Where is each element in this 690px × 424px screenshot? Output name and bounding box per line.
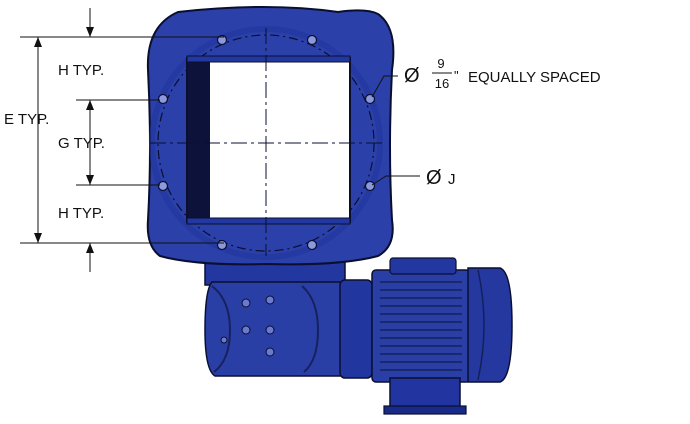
dimension-labels: H TYP. E TYP. G TYP. H TYP. Ø 9 16 " EQU… xyxy=(4,56,601,222)
centerlines xyxy=(150,28,386,256)
diameter-symbol: Ø xyxy=(426,167,442,189)
valve-opening xyxy=(186,55,351,225)
electric-motor xyxy=(371,257,513,415)
equally-spaced-note: EQUALLY SPACED xyxy=(468,69,601,86)
dimension-arrows xyxy=(34,27,94,253)
bolt-circle-j-label: J xyxy=(448,171,456,188)
bolt-hole xyxy=(157,93,169,105)
g-typ-label: G TYP. xyxy=(58,135,105,152)
h-typ-bottom-label: H TYP. xyxy=(58,205,104,222)
bolt-hole xyxy=(306,34,318,46)
diameter-symbol: Ø xyxy=(404,65,420,87)
bolt-hole xyxy=(157,180,169,192)
bolt-hole-fraction-denominator: 16 xyxy=(435,76,449,91)
bolt-hole xyxy=(216,239,228,251)
gearbox xyxy=(204,249,373,379)
bolt-hole xyxy=(216,34,228,46)
e-typ-label: E TYP. xyxy=(4,111,49,128)
bolt-hole-fraction-numerator: 9 xyxy=(437,56,444,71)
h-typ-top-label: H TYP. xyxy=(58,62,104,79)
bolt-hole xyxy=(306,239,318,251)
inch-mark: " xyxy=(454,68,459,83)
bolt-holes xyxy=(157,34,376,251)
bolt-hole xyxy=(364,180,376,192)
